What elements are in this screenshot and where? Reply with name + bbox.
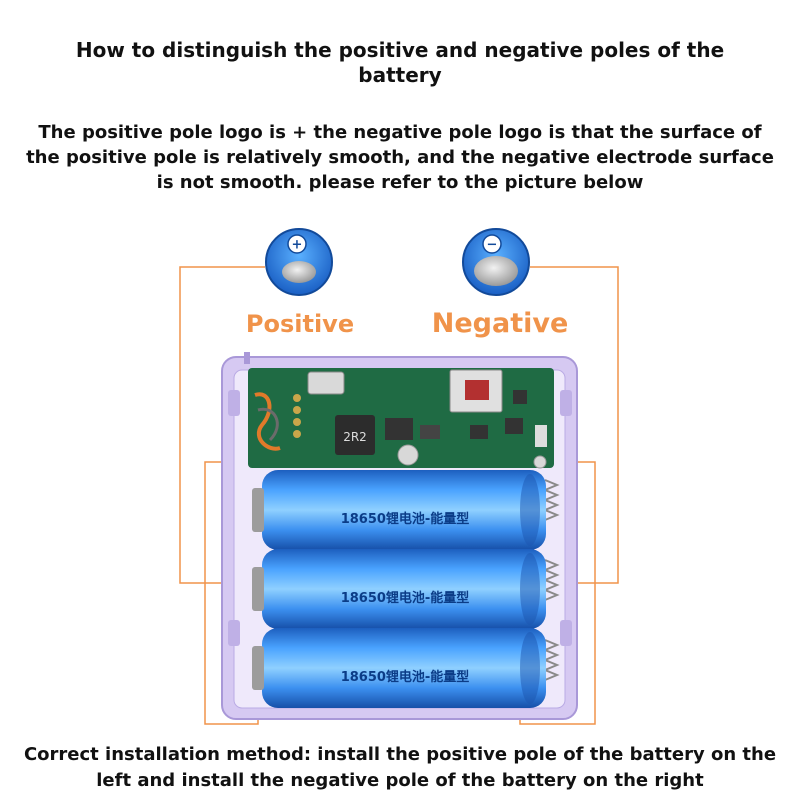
page-title: How to distinguish the positive and nega… xyxy=(75,38,725,87)
battery-cells xyxy=(252,470,546,708)
positive-terminal xyxy=(252,488,264,532)
battery-cell xyxy=(252,628,546,708)
battery-label: 18650锂电池-能量型 xyxy=(340,591,470,606)
inductor xyxy=(335,415,375,455)
negative-label: Negative xyxy=(431,308,569,339)
battery-cell xyxy=(252,549,546,629)
minus-icon: − xyxy=(487,238,498,253)
battery-label: 18650锂电池-能量型 xyxy=(340,670,470,685)
description-text: The positive pole logo is + the negative… xyxy=(26,122,774,193)
usb-c-port xyxy=(307,371,345,395)
plus-icon: + xyxy=(292,238,303,253)
positive-cap-icon: + xyxy=(265,228,333,296)
pcb-marking: 2R2 xyxy=(343,430,367,444)
installation-instructions: Correct installation method: install the… xyxy=(23,744,777,791)
positive-label: Positive xyxy=(245,310,355,338)
pcb-board: 2R2 xyxy=(248,368,554,469)
battery-label: 18650锂电池-能量型 xyxy=(340,512,470,527)
negative-cap-icon: − xyxy=(462,228,530,296)
positive-terminal xyxy=(252,646,264,690)
battery-cell xyxy=(252,470,546,550)
positive-terminal xyxy=(252,567,264,611)
